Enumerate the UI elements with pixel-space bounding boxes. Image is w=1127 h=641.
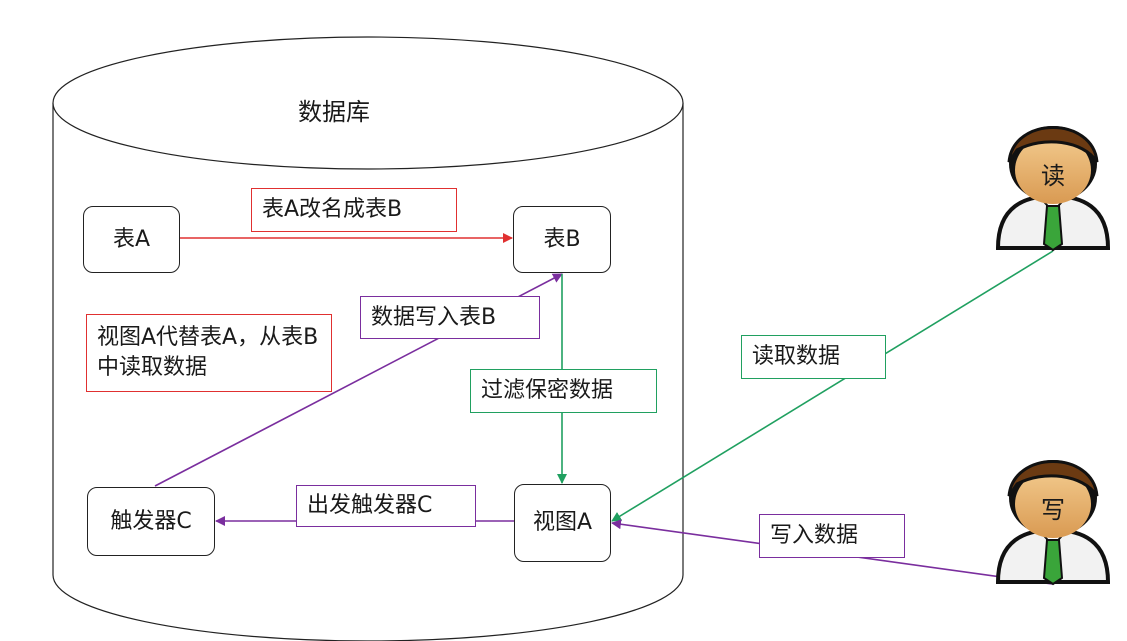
node-view-a: 视图A [514, 484, 611, 562]
label-write-data: 写入数据 [759, 514, 905, 558]
node-table-b: 表B [513, 206, 611, 273]
writer-label: 写 [1041, 496, 1065, 524]
reader-person-icon [995, 126, 1111, 252]
node-view-a-label: 视图A [532, 510, 593, 536]
edge-reader-to-view [611, 250, 1054, 522]
writer-person-icon [995, 460, 1111, 586]
label-rename: 表A改名成表B [251, 188, 457, 232]
reader-label: 读 [1041, 162, 1065, 190]
label-read-data: 读取数据 [741, 335, 886, 379]
database-title: 数据库 [298, 98, 370, 126]
label-filter: 过滤保密数据 [470, 369, 657, 413]
node-trigger-c: 触发器C [87, 487, 215, 556]
label-view-replace: 视图A代替表A，从表B中读取数据 [86, 314, 332, 392]
label-fire-trigger: 出发触发器C [296, 485, 476, 527]
label-write-table-b: 数据写入表B [360, 296, 540, 339]
node-table-a: 表A [83, 206, 180, 273]
